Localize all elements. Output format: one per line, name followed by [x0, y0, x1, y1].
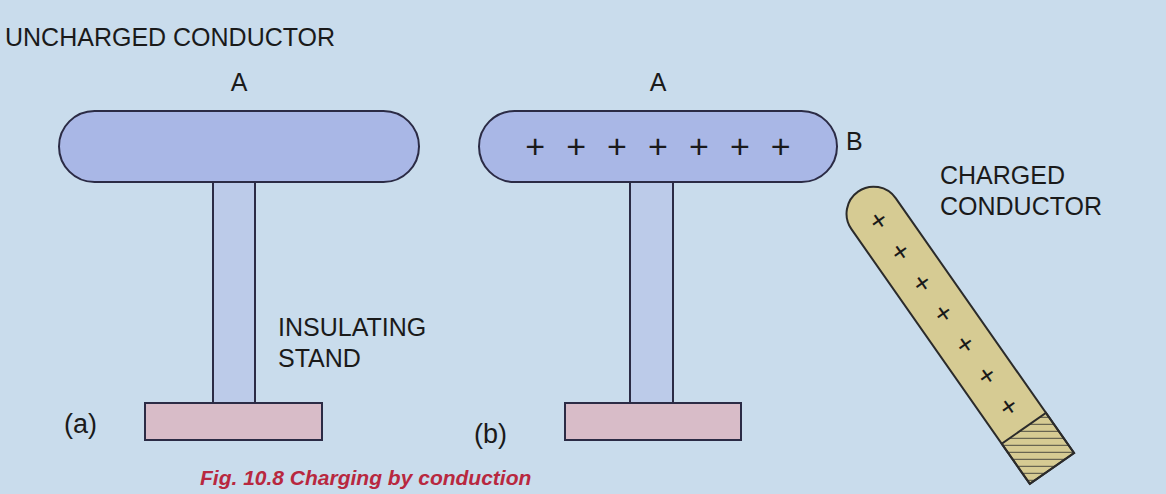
conductor-body — [59, 111, 419, 182]
stand-base — [145, 403, 322, 440]
part-label: CHARGED CONDUCTOR — [940, 160, 1162, 223]
stand-base — [565, 403, 741, 440]
charge-signs: +++++++ — [845, 189, 1043, 438]
charged-rod: +++++++ — [835, 175, 1076, 486]
insulating-stand — [213, 180, 255, 404]
part-label: INSULATING STAND — [278, 312, 478, 375]
insulating-stand — [630, 180, 673, 404]
conductor-label: A — [58, 68, 420, 97]
conductor-body — [479, 111, 837, 182]
panel-label: (b) — [474, 418, 507, 452]
conductor-outline — [58, 110, 420, 183]
conductor-label: A — [478, 68, 838, 97]
figure-caption: Fig. 10.8 Charging by conduction — [200, 466, 531, 489]
charge-signs: +++++++ — [478, 127, 838, 166]
heading-label: UNCHARGED CONDUCTOR — [5, 22, 335, 53]
conductor: A+++++++ — [478, 110, 838, 183]
rod-body — [836, 176, 1074, 484]
contact-point-label: B — [846, 126, 863, 157]
conductor: A — [58, 110, 420, 183]
panel-label: (a) — [64, 408, 97, 442]
